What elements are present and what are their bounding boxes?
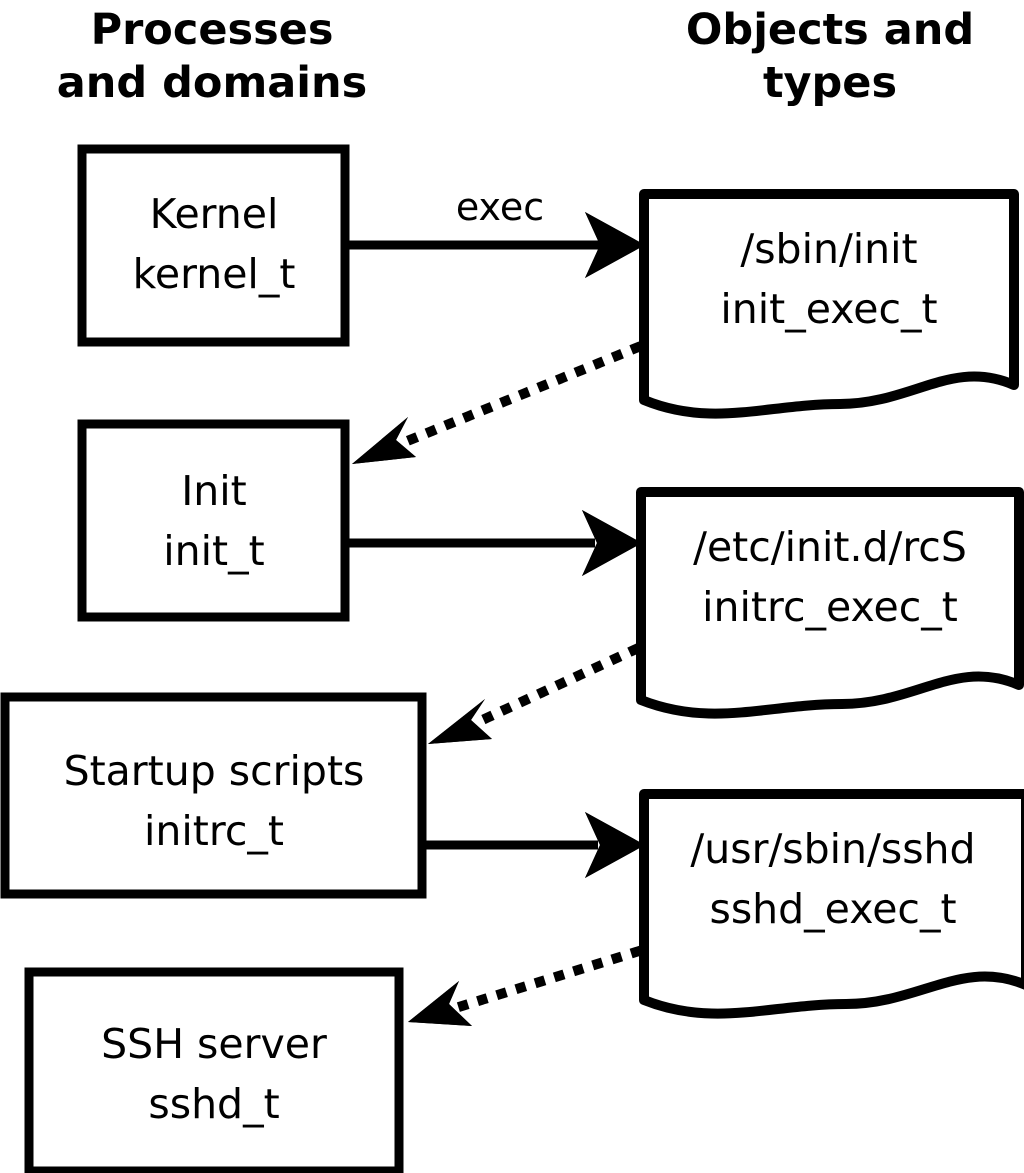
node-startup-scripts-line1: Startup scripts: [64, 747, 365, 795]
node-init[interactable]: Init init_t: [77, 419, 350, 622]
arrow-head-initrc-to-sshd-exec: [585, 812, 645, 878]
column-header-objects: Objects and types: [686, 5, 974, 108]
node-init-exec[interactable]: /sbin/init init_exec_t: [639, 189, 1019, 419]
node-kernel[interactable]: Kernel kernel_t: [77, 144, 350, 347]
node-ssh-server-box[interactable]: [24, 967, 404, 1173]
node-startup-scripts[interactable]: Startup scripts initrc_t: [0, 692, 427, 899]
node-init-exec-doc-shape[interactable]: [639, 189, 1019, 419]
node-init-line1: Init: [181, 467, 247, 515]
node-initrc-exec-doc-shape[interactable]: [636, 487, 1024, 719]
arrow-head-init-exec-to-init: [352, 417, 416, 464]
node-ssh-server[interactable]: SSH server sshd_t: [24, 967, 404, 1173]
node-sshd-exec-doc-shape[interactable]: [639, 789, 1024, 1019]
node-kernel-box[interactable]: [77, 144, 350, 347]
node-sshd-exec[interactable]: /usr/sbin/sshd sshd_exec_t: [639, 789, 1024, 1019]
column-header-processes-line1: Processes: [91, 5, 334, 55]
node-startup-scripts-line2: initrc_t: [144, 807, 284, 855]
node-init-exec-line1: /sbin/init: [740, 225, 917, 273]
column-header-processes: Processes and domains: [57, 5, 367, 108]
edge-line: [393, 341, 643, 451]
arrow-head-init-to-initrc-exec: [582, 510, 642, 576]
arrow-head-initrc-exec-to-initrc: [428, 699, 492, 744]
node-initrc-exec-line2: initrc_exec_t: [702, 583, 958, 631]
node-sshd-exec-line1: /usr/sbin/sshd: [690, 825, 975, 873]
node-sshd-exec-line2: sshd_exec_t: [709, 885, 956, 933]
column-header-objects-line1: Objects and: [686, 5, 974, 55]
column-header-objects-line2: types: [763, 58, 897, 108]
arrow-head-sshd-exec-to-sshd: [408, 981, 472, 1026]
edge-line: [455, 945, 643, 1013]
node-startup-scripts-box[interactable]: [0, 692, 427, 899]
node-kernel-line1: Kernel: [150, 190, 279, 238]
node-init-box[interactable]: [77, 419, 350, 622]
edge-label-exec: exec: [456, 185, 544, 229]
edge-line: [471, 643, 641, 729]
node-ssh-server-line2: sshd_t: [148, 1080, 279, 1128]
node-init-exec-line2: init_exec_t: [720, 285, 937, 333]
column-header-processes-line2: and domains: [57, 58, 367, 108]
node-kernel-line2: kernel_t: [133, 250, 296, 298]
node-initrc-exec[interactable]: /etc/init.d/rcS initrc_exec_t: [636, 487, 1024, 719]
arrow-head-overlay-group: [352, 212, 645, 1026]
node-init-line2: init_t: [163, 527, 264, 575]
node-initrc-exec-line1: /etc/init.d/rcS: [693, 523, 967, 571]
arrow-head-kernel-to-init-exec: [585, 212, 645, 278]
node-ssh-server-line1: SSH server: [101, 1020, 327, 1068]
